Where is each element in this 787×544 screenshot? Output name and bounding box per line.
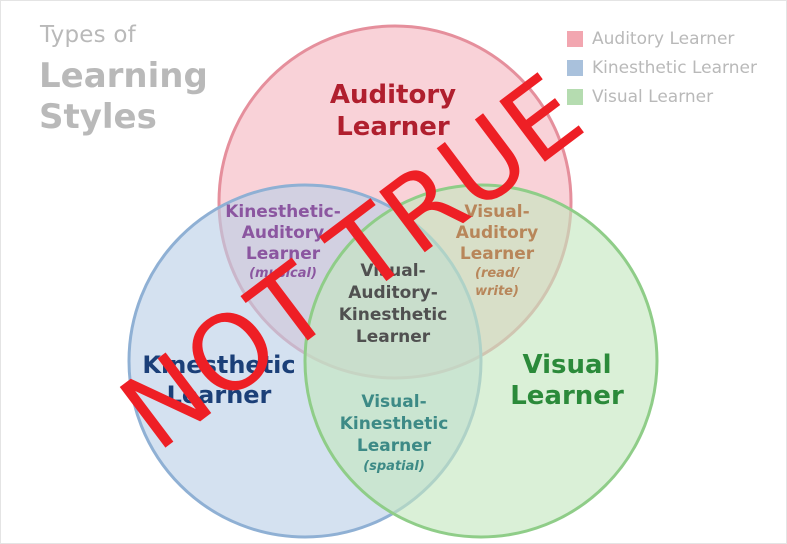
kinesthetic-auditory-note: (musical) [249, 266, 317, 281]
kinesthetic-auditory-line3: Learner [245, 244, 321, 264]
legend-label-visual: Visual Learner [592, 86, 714, 107]
visual-kinesthetic-line1: Visual- [361, 392, 427, 412]
legend-label-kinesthetic: Kinesthetic Learner [592, 57, 757, 78]
kinesthetic-label-line1: Kinesthetic [142, 351, 296, 379]
title-small: Types of [40, 22, 136, 48]
visual-kinesthetic-line3: Learner [356, 436, 432, 456]
legend-swatch-kinesthetic [567, 59, 583, 76]
all-three-label: Visual- Auditory- Kinesthetic Learner [339, 260, 448, 348]
auditory-label-line1: Auditory [329, 80, 457, 110]
all-three-line1: Visual- [360, 261, 426, 281]
kinesthetic-auditory-label: Kinesthetic- Auditory Learner (musical) [225, 202, 341, 282]
legend-item-kinesthetic: Kinesthetic Learner [567, 53, 757, 82]
legend: Auditory Learner Kinesthetic Learner Vis… [567, 24, 757, 111]
visual-label: Visual Learner [510, 350, 624, 412]
title-line-learning: Learning [39, 56, 208, 96]
visual-auditory-line3: Learner [459, 244, 535, 264]
kinesthetic-label-line2: Learner [166, 381, 272, 409]
visual-auditory-note2: write) [475, 284, 519, 299]
auditory-label: Auditory Learner [330, 79, 456, 143]
kinesthetic-auditory-line1: Kinesthetic- [225, 202, 341, 222]
title-big: Learning Styles [39, 56, 208, 138]
legend-item-visual: Visual Learner [567, 82, 757, 111]
all-three-line4: Learner [355, 327, 431, 347]
visual-kinesthetic-label: Visual- Kinesthetic Learner (spatial) [340, 391, 449, 477]
visual-kinesthetic-note: (spatial) [363, 459, 425, 474]
visual-auditory-line1: Visual- [464, 202, 530, 222]
kinesthetic-label: Kinesthetic Learner [142, 350, 295, 410]
all-three-line3: Kinesthetic [338, 305, 448, 325]
visual-label-line1: Visual [522, 350, 612, 380]
legend-swatch-auditory [567, 30, 583, 47]
visual-label-line2: Learner [510, 381, 624, 411]
title-line-styles: Styles [39, 97, 157, 137]
kinesthetic-auditory-line2: Auditory [241, 223, 325, 243]
visual-auditory-line2: Auditory [455, 223, 539, 243]
legend-item-auditory: Auditory Learner [567, 24, 757, 53]
visual-auditory-note: (read/ [475, 266, 519, 281]
auditory-label-line2: Learner [336, 112, 450, 142]
all-three-line2: Auditory- [348, 283, 438, 303]
visual-circle [303, 183, 659, 539]
visual-auditory-label: Visual- Auditory Learner (read/ write) [456, 202, 539, 301]
legend-label-auditory: Auditory Learner [592, 28, 735, 49]
visual-kinesthetic-line2: Kinesthetic [339, 414, 449, 434]
legend-swatch-visual [567, 88, 583, 105]
